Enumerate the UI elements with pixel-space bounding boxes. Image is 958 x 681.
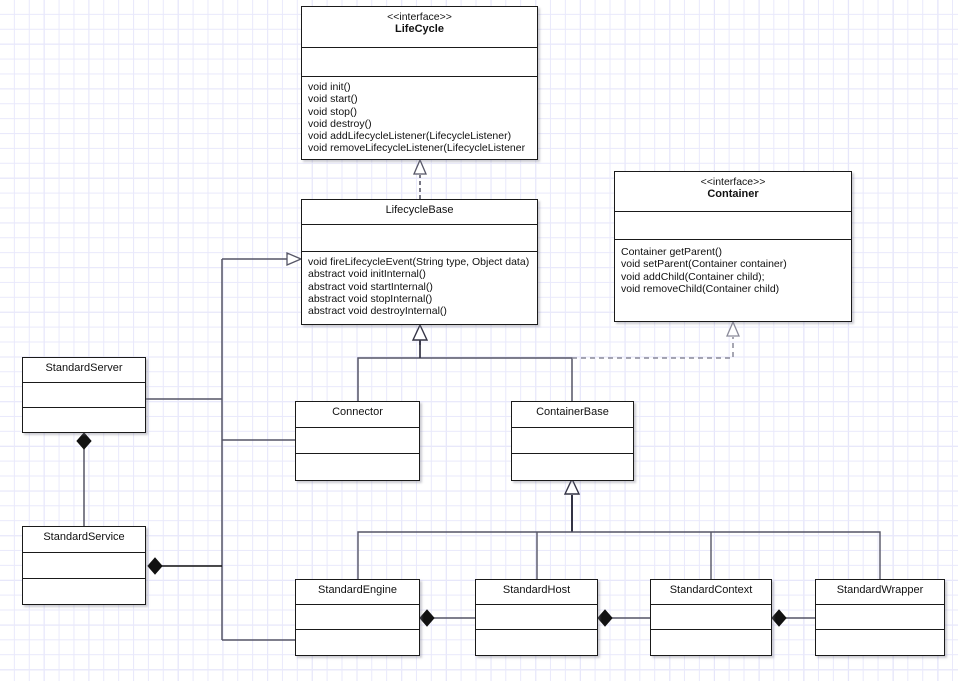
operations-compartment-container: Container getParent() void setParent(Con…	[615, 240, 851, 321]
class-box-lifecyclebase[interactable]: LifecycleBase void fireLifecycleEvent(St…	[301, 199, 538, 325]
class-name-standardwrapper: StandardWrapper	[836, 584, 924, 596]
operations-compartment-connector	[296, 454, 419, 480]
class-header-standardwrapper: StandardWrapper	[816, 580, 944, 605]
operation-item: void addChild(Container child);	[621, 270, 765, 283]
class-name-connector: Connector	[332, 406, 383, 418]
stereotype-label-lifecycle: <<interface>>	[387, 11, 452, 23]
operation-item: void removeChild(Container child)	[621, 282, 780, 295]
operation-item: void stop()	[308, 105, 358, 118]
operation-item: void removeLifecycleListener(LifecycleLi…	[308, 142, 526, 155]
edge-left-trunk-extends-lifecyclebase	[146, 252, 303, 641]
operation-item: abstract void initInternal()	[308, 268, 426, 281]
stereotype-label-container: <<interface>>	[700, 176, 766, 188]
operation-item: abstract void destroyInternal()	[308, 305, 447, 318]
class-box-containerbase[interactable]: ContainerBase	[511, 401, 634, 481]
class-header-container: <<interface>> Container	[615, 172, 851, 212]
attributes-compartment-standardserver	[23, 383, 145, 408]
class-header-standardservice: StandardService	[23, 527, 145, 553]
attributes-compartment-lifecyclebase	[302, 225, 537, 252]
class-name-lifecyclebase: LifecycleBase	[385, 204, 454, 216]
operation-item: Container getParent()	[621, 246, 722, 258]
edge-standardservice-composes-connector	[147, 557, 222, 575]
edge-lifecyclebase-realizes-lifecycle	[413, 158, 427, 199]
edge-connector-containerbase-extends-lifecyclebase	[357, 323, 573, 403]
edge-standardhost-composes-standardcontext	[597, 609, 650, 627]
attributes-compartment-lifecycle	[302, 48, 537, 77]
operation-item: void start()	[308, 93, 358, 106]
class-header-containerbase: ContainerBase	[512, 402, 633, 428]
attributes-compartment-standardhost	[476, 605, 597, 630]
attributes-compartment-standardservice	[23, 553, 145, 579]
operations-compartment-lifecyclebase: void fireLifecycleEvent(String type, Obj…	[302, 252, 537, 324]
attributes-compartment-standardengine	[296, 605, 419, 630]
class-header-standardhost: StandardHost	[476, 580, 597, 605]
class-name-standardhost: StandardHost	[502, 584, 571, 596]
operations-compartment-standardengine	[296, 630, 419, 655]
operation-item: void init()	[308, 81, 351, 93]
class-header-standardengine: StandardEngine	[296, 580, 419, 605]
attributes-compartment-container	[615, 212, 851, 240]
class-header-connector: Connector	[296, 402, 419, 428]
class-name-container: Container	[707, 188, 759, 201]
operations-compartment-standardservice	[23, 579, 145, 604]
edge-standardengine-composes-standardhost	[419, 609, 475, 627]
class-box-lifecycle[interactable]: <<interface>> LifeCycle void init() void…	[301, 6, 538, 160]
class-name-standardservice: StandardService	[43, 531, 125, 543]
operation-item: void addLifecycleListener(LifecycleListe…	[308, 130, 512, 143]
class-name-standardserver: StandardServer	[45, 362, 123, 374]
operations-compartment-standardcontext	[651, 630, 771, 655]
operation-item: abstract void startInternal()	[308, 280, 433, 293]
edge-standardcontext-composes-standardwrapper	[771, 609, 815, 627]
operations-compartment-standardhost	[476, 630, 597, 655]
operation-item: void destroy()	[308, 117, 372, 130]
class-box-container[interactable]: <<interface>> Container Container getPar…	[614, 171, 852, 322]
class-box-standardhost[interactable]: StandardHost	[475, 579, 598, 656]
class-header-lifecycle: <<interface>> LifeCycle	[302, 7, 537, 48]
class-box-standardserver[interactable]: StandardServer	[22, 357, 146, 433]
edge-standard-children-extend-containerbase	[357, 477, 881, 579]
class-box-standardcontext[interactable]: StandardContext	[650, 579, 772, 656]
class-name-containerbase: ContainerBase	[536, 406, 609, 418]
operations-compartment-lifecycle: void init() void start() void stop() voi…	[302, 77, 537, 159]
class-header-standardserver: StandardServer	[23, 358, 145, 383]
attributes-compartment-standardwrapper	[816, 605, 944, 630]
operation-item: void setParent(Container container)	[621, 258, 787, 271]
operation-item: void fireLifecycleEvent(String type, Obj…	[308, 256, 530, 268]
operations-compartment-containerbase	[512, 454, 633, 480]
class-name-standardengine: StandardEngine	[318, 584, 397, 596]
attributes-compartment-containerbase	[512, 428, 633, 454]
operations-compartment-standardwrapper	[816, 630, 944, 655]
operations-compartment-standardserver	[23, 408, 145, 432]
class-name-lifecycle: LifeCycle	[395, 23, 444, 36]
class-box-standardengine[interactable]: StandardEngine	[295, 579, 420, 656]
operation-item: abstract void stopInternal()	[308, 292, 433, 305]
class-header-lifecyclebase: LifecycleBase	[302, 200, 537, 225]
class-header-standardcontext: StandardContext	[651, 580, 771, 605]
class-box-standardservice[interactable]: StandardService	[22, 526, 146, 605]
class-box-standardwrapper[interactable]: StandardWrapper	[815, 579, 945, 656]
class-box-connector[interactable]: Connector	[295, 401, 420, 481]
attributes-compartment-connector	[296, 428, 419, 454]
edge-standardserver-composes-standardservice	[76, 432, 92, 530]
edge-containerbase-realizes-container	[572, 320, 740, 359]
attributes-compartment-standardcontext	[651, 605, 771, 630]
class-name-standardcontext: StandardContext	[669, 584, 753, 596]
